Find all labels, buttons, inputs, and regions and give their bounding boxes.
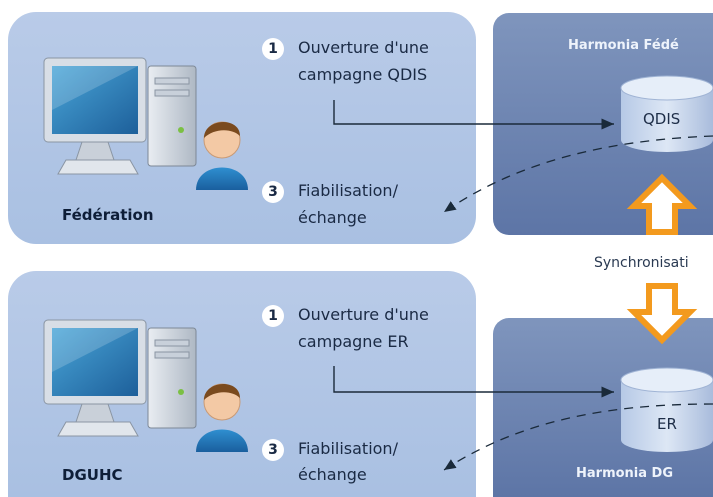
- db-label-er: ER: [657, 415, 677, 433]
- connector-arrow-bottom: [333, 366, 614, 398]
- dashed-return-arrow-bottom: [443, 403, 713, 471]
- dashed-return-arrow-top: [443, 135, 713, 213]
- server-title-top: Harmonia Fédé: [568, 38, 679, 53]
- step-number-1: 1: [262, 305, 284, 327]
- step-number-3: 3: [262, 439, 284, 461]
- step1-line1: Ouverture d'une: [298, 305, 429, 324]
- entity-label-federation: Fédération: [62, 206, 154, 224]
- down-arrow-icon: [626, 283, 698, 345]
- server-title-bottom: Harmonia DG: [576, 466, 674, 481]
- step-number-1: 1: [262, 38, 284, 60]
- db-label-qdis: QDIS: [643, 110, 681, 128]
- step1-line2: campagne QDIS: [298, 65, 428, 84]
- step1-line2: campagne ER: [298, 332, 409, 351]
- connector-arrow-top: [333, 100, 614, 130]
- step3-line2: échange: [298, 465, 367, 484]
- step3-line1: Fiabilisation/: [298, 181, 398, 200]
- computer-icon: [43, 57, 197, 175]
- up-arrow-icon: [626, 173, 698, 235]
- synchronisation-label: Synchronisati: [594, 255, 689, 271]
- database-icon: [620, 367, 713, 452]
- step3-line2: échange: [298, 208, 367, 227]
- step1-line1: Ouverture d'une: [298, 38, 429, 57]
- step-number-3: 3: [262, 181, 284, 203]
- user-icon: [196, 121, 248, 190]
- step3-line1: Fiabilisation/: [298, 439, 398, 458]
- database-icon: [620, 75, 713, 152]
- entity-label-dguhc: DGUHC: [62, 466, 123, 484]
- computer-icon: [43, 319, 197, 437]
- user-icon: [196, 383, 248, 452]
